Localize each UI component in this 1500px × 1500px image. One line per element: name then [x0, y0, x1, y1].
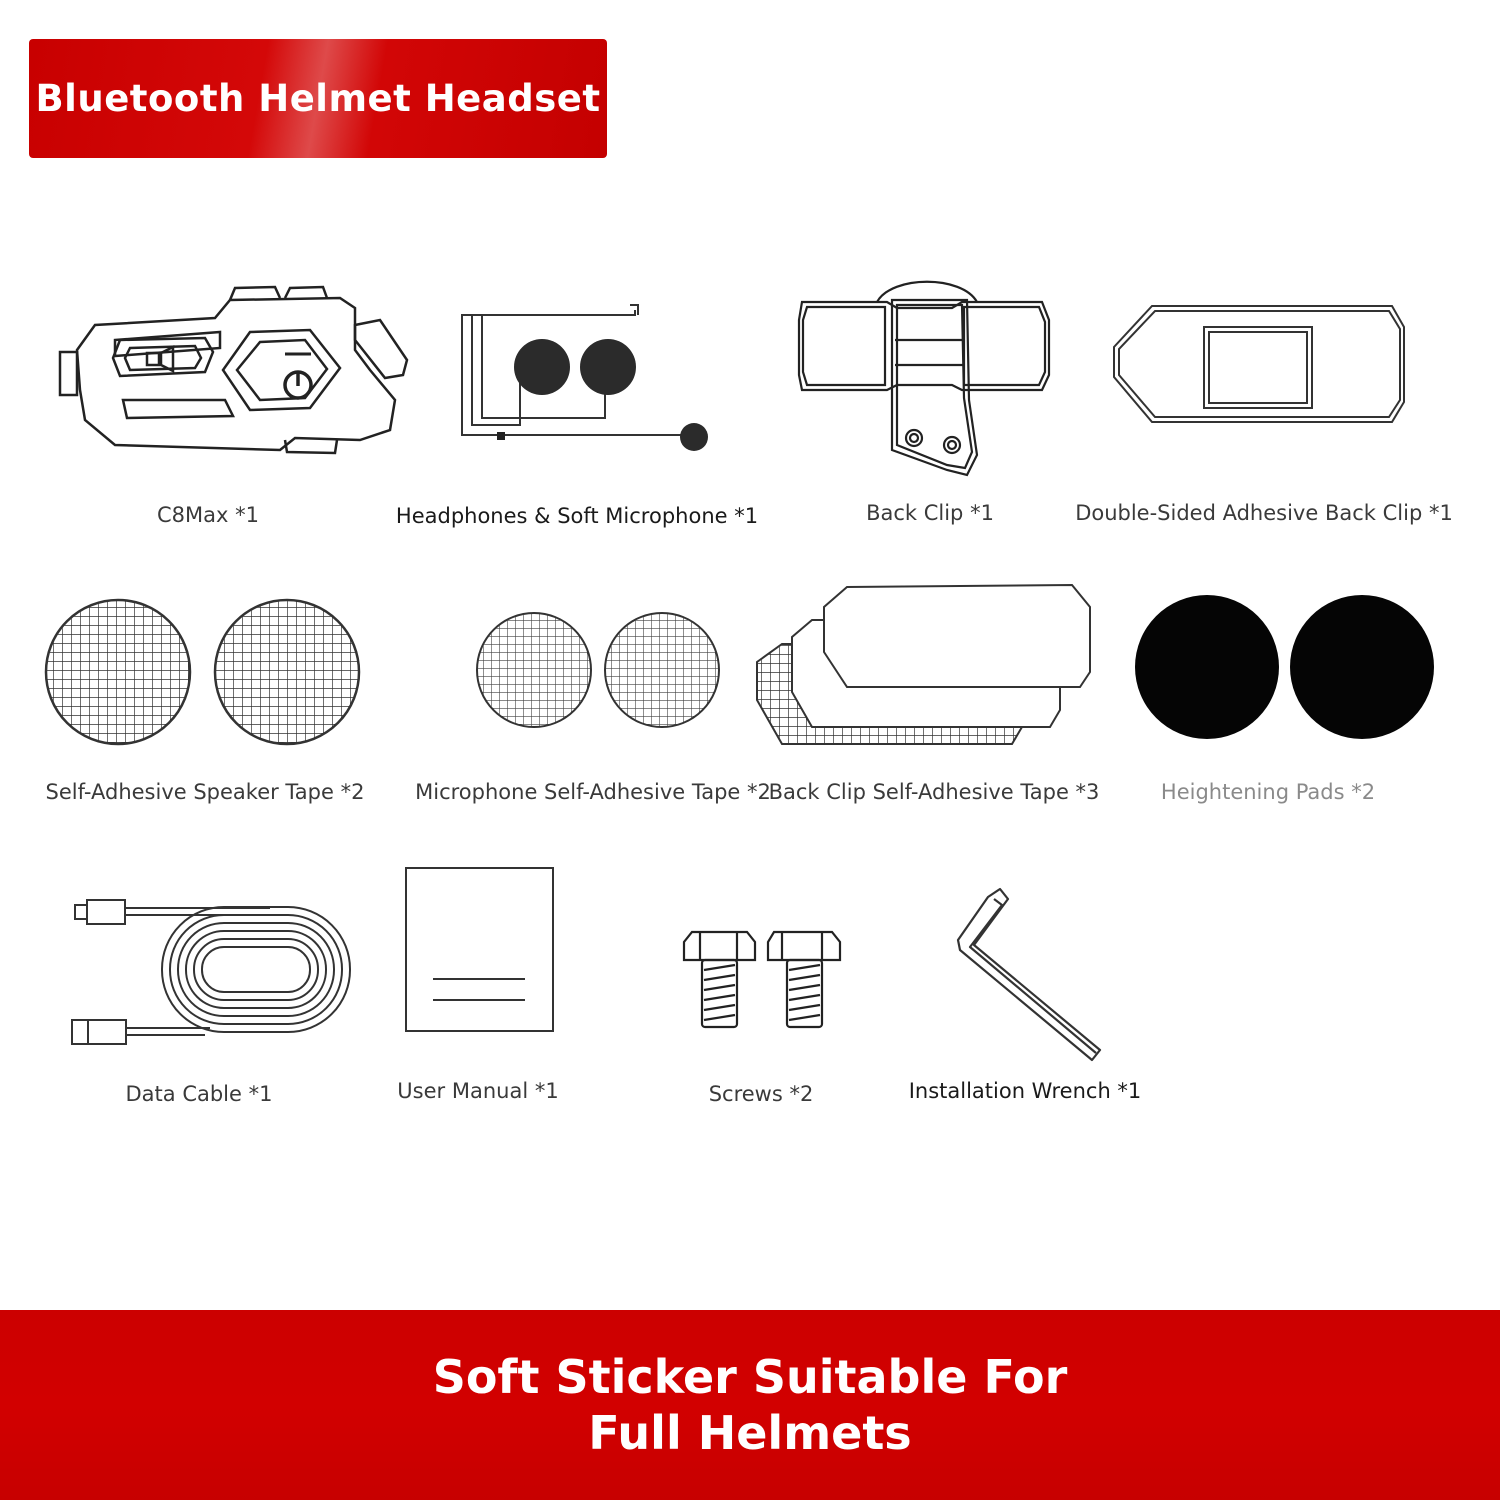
adhesive-back-clip-illustration: [1112, 302, 1408, 426]
item-label: Screws *2: [708, 1082, 814, 1106]
headphones-microphone-illustration: [460, 300, 710, 460]
item-label: Headphones & Soft Microphone *1: [395, 504, 759, 528]
heightening-pads-illustration: [1133, 593, 1438, 741]
title-banner: Bluetooth Helmet Headset: [29, 39, 607, 158]
item-label: Self-Adhesive Speaker Tape *2: [45, 780, 365, 804]
screws-illustration: [682, 930, 842, 1030]
item-label: Back Clip Self-Adhesive Tape *3: [768, 780, 1100, 804]
bottom-banner: Soft Sticker Suitable For Full Helmets: [0, 1310, 1500, 1500]
item-label: User Manual *1: [397, 1079, 559, 1103]
speaker-tape-illustration: [44, 598, 364, 748]
item-label: C8Max *1: [157, 503, 259, 527]
data-cable-illustration: [70, 895, 355, 1050]
back-clip-tape-illustration: [752, 582, 1094, 747]
user-manual-illustration: [405, 866, 555, 1033]
slogan-text: Soft Sticker Suitable For Full Helmets: [432, 1350, 1068, 1460]
item-label: Data Cable *1: [125, 1082, 273, 1106]
microphone-tape-illustration: [475, 612, 725, 732]
page-title: Bluetooth Helmet Headset: [35, 77, 601, 120]
item-label: Double-Sided Adhesive Back Clip *1: [1075, 501, 1453, 525]
wrench-illustration: [952, 885, 1107, 1065]
c8max-device-illustration: [55, 285, 415, 455]
item-label: Microphone Self-Adhesive Tape *2: [415, 780, 771, 804]
item-label: Heightening Pads *2: [1160, 780, 1376, 804]
back-clip-illustration: [797, 280, 1052, 480]
item-label: Installation Wrench *1: [908, 1079, 1142, 1103]
item-label: Back Clip *1: [866, 501, 994, 525]
